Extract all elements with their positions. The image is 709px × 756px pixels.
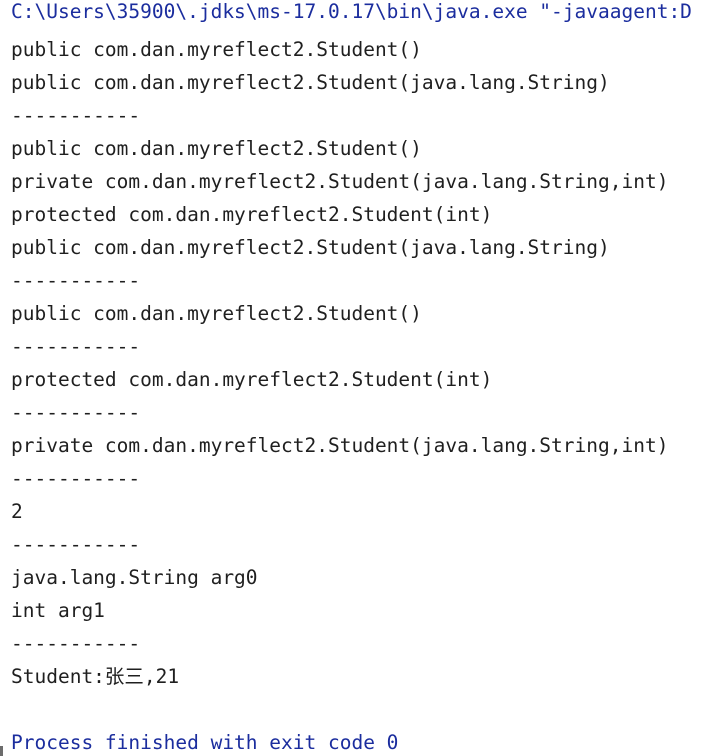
output-line: public com.dan.myreflect2.Student() xyxy=(11,137,422,160)
output-line: 2 xyxy=(11,500,23,523)
output-line: java.lang.String arg0 xyxy=(11,566,258,589)
separator-line: ----------- xyxy=(11,467,141,490)
command-line: C:\Users\35900\.jdks\ms-17.0.17\bin\java… xyxy=(11,0,692,23)
separator-line: ----------- xyxy=(11,533,141,556)
output-line: Student:张三,21 xyxy=(11,665,180,688)
separator-line: ----------- xyxy=(11,632,141,655)
separator-line: ----------- xyxy=(11,269,141,292)
console-output: C:\Users\35900\.jdks\ms-17.0.17\bin\java… xyxy=(11,0,709,756)
separator-line: ----------- xyxy=(11,335,141,358)
output-line: protected com.dan.myreflect2.Student(int… xyxy=(11,203,493,226)
output-line: public com.dan.myreflect2.Student(java.l… xyxy=(11,236,610,259)
output-line: public com.dan.myreflect2.Student() xyxy=(11,38,422,61)
separator-line: ----------- xyxy=(11,104,141,127)
output-line: public com.dan.myreflect2.Student() xyxy=(11,302,422,325)
output-line: private com.dan.myreflect2.Student(java.… xyxy=(11,170,669,193)
output-line: protected com.dan.myreflect2.Student(int… xyxy=(11,368,493,391)
console-left-edge xyxy=(0,746,3,756)
output-line: private com.dan.myreflect2.Student(java.… xyxy=(11,434,669,457)
output-line: int arg1 xyxy=(11,599,105,622)
exit-message: Process finished with exit code 0 xyxy=(11,731,399,754)
separator-line: ----------- xyxy=(11,401,141,424)
blank-line xyxy=(11,693,709,726)
output-line: public com.dan.myreflect2.Student(java.l… xyxy=(11,71,610,94)
